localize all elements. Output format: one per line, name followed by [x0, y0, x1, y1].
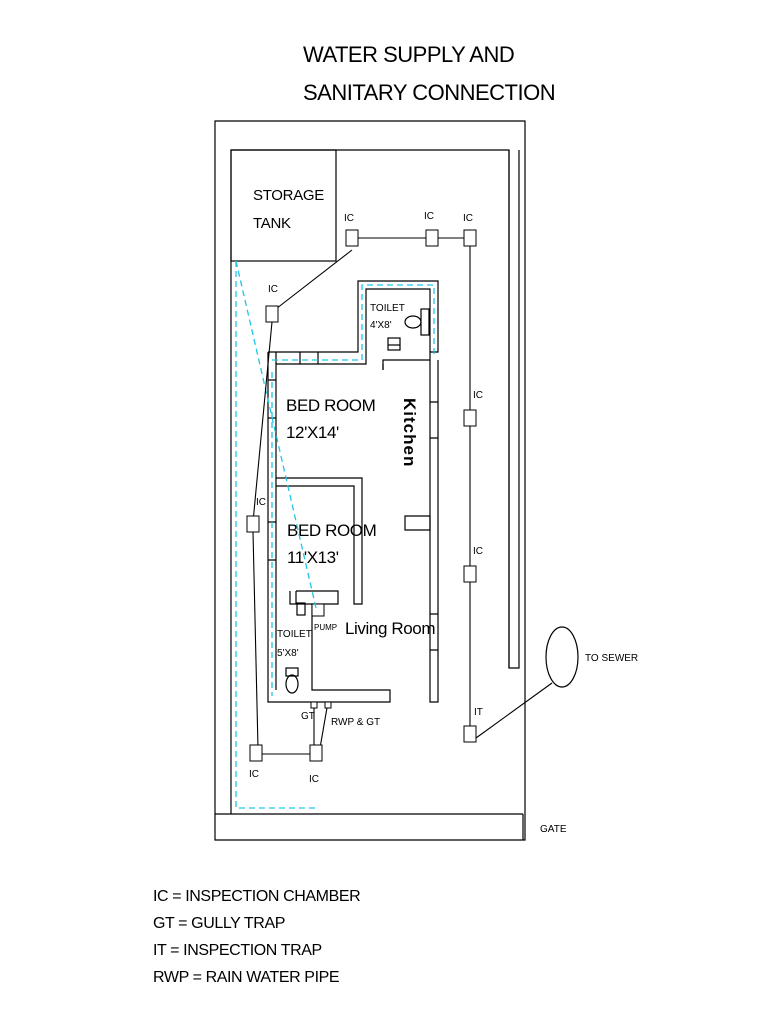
ic-label-9: IC — [309, 774, 319, 785]
kitchen-label: Kitchen — [400, 398, 419, 467]
toilet-top-label: TOILET — [370, 303, 405, 314]
chamber-ic-5 — [463, 409, 477, 427]
gate-label: GATE — [540, 824, 567, 835]
toilet-bottom-fixtures — [285, 602, 306, 694]
rwp-gt-label: RWP & GT — [331, 717, 380, 728]
chamber-ic-7 — [463, 565, 477, 583]
storage-tank — [230, 149, 337, 262]
chamber-ic-4 — [265, 305, 279, 323]
sewer-manhole — [545, 626, 579, 688]
pump — [311, 603, 325, 617]
inspection-chambers — [246, 229, 477, 762]
pump-label: PUMP — [314, 623, 337, 632]
toilet-top-size: 4'X8' — [370, 320, 392, 331]
toilet-bottom-size: 5'X8' — [277, 648, 299, 659]
bed-room-1-size: 12'X14' — [286, 423, 339, 442]
title-line-1: WATER SUPPLY AND — [303, 42, 514, 67]
bed-room-2-label: BED ROOM — [287, 521, 376, 540]
ic-label-3: IC — [463, 213, 473, 224]
ic-label-7: IC — [473, 546, 483, 557]
storage-tank-label-2: TANK — [253, 215, 291, 232]
storage-tank-label-1: STORAGE — [253, 187, 324, 204]
living-room-label: Living Room — [345, 619, 435, 638]
legend-item-rwp: RWP = RAIN WATER PIPE — [153, 969, 339, 986]
bed-room-2-size: 11'X13' — [287, 548, 339, 567]
gt-label: GT — [301, 711, 315, 722]
chamber-it — [463, 725, 477, 743]
chamber-ic-2 — [425, 229, 439, 247]
gully-traps — [310, 701, 332, 709]
chamber-ic-9 — [309, 744, 323, 762]
legend-item-gt: GT = GULLY TRAP — [153, 915, 285, 932]
legend-item-it: IT = INSPECTION TRAP — [153, 942, 322, 959]
legend-item-ic: IC = INSPECTION CHAMBER — [153, 888, 360, 905]
chamber-ic-1 — [345, 229, 359, 247]
water-supply-line — [235, 260, 435, 809]
ic-label-1: IC — [344, 213, 354, 224]
ic-label-6: IC — [256, 497, 266, 508]
ic-label-2: IC — [424, 211, 434, 222]
to-sewer-label: TO SEWER — [585, 653, 638, 664]
bed-room-1-label: BED ROOM — [286, 396, 375, 415]
toilet-bottom-label: TOILET — [277, 629, 312, 640]
ic-label-4: IC — [268, 284, 278, 295]
title-line-2: SANITARY CONNECTION — [303, 80, 555, 105]
chamber-ic-6 — [246, 515, 260, 533]
it-label: IT — [474, 707, 483, 718]
ic-label-5: IC — [473, 390, 483, 401]
toilet-top-fixtures — [387, 308, 430, 351]
legend: IC = INSPECTION CHAMBER GT = GULLY TRAP … — [153, 888, 361, 986]
chamber-ic-3 — [463, 229, 477, 247]
ic-label-8: IC — [249, 769, 259, 780]
chamber-ic-8 — [249, 744, 263, 762]
sanitary-pipes — [252, 237, 553, 755]
